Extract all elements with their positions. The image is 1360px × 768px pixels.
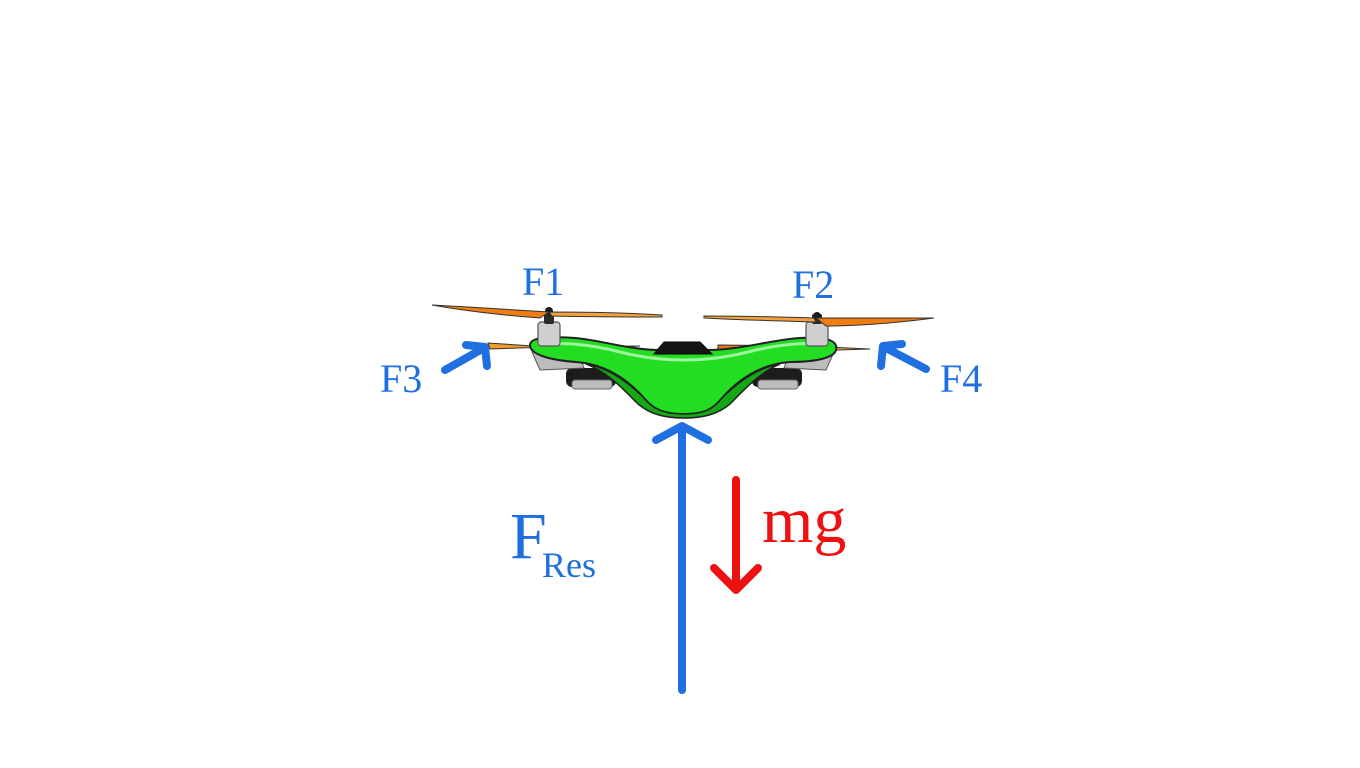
quadcopter-drone-icon: [431, 304, 935, 419]
drone-body-lower-band: [585, 363, 781, 419]
label-f1: F1: [522, 259, 564, 304]
label-f2: F2: [792, 262, 834, 307]
drone-canopy: [652, 341, 714, 355]
force-arrow-fres: [652, 422, 712, 694]
label-f3: F3: [380, 356, 422, 401]
label-fres-main: F: [510, 500, 547, 573]
force-arrow-f4: [877, 340, 930, 373]
force-arrow-f3: [441, 341, 491, 374]
left-motor: [537, 307, 561, 347]
front-right-propeller: [703, 315, 935, 327]
front-left-propeller: [431, 304, 663, 319]
drone-body-highlight: [543, 342, 824, 362]
label-mg: mg: [762, 484, 846, 557]
label-f4: F4: [940, 356, 982, 401]
label-fres-subscript: Res: [542, 545, 596, 585]
drone-body: [528, 336, 838, 416]
gravity-arrow-mg: [710, 476, 762, 594]
right-motor: [805, 312, 829, 347]
